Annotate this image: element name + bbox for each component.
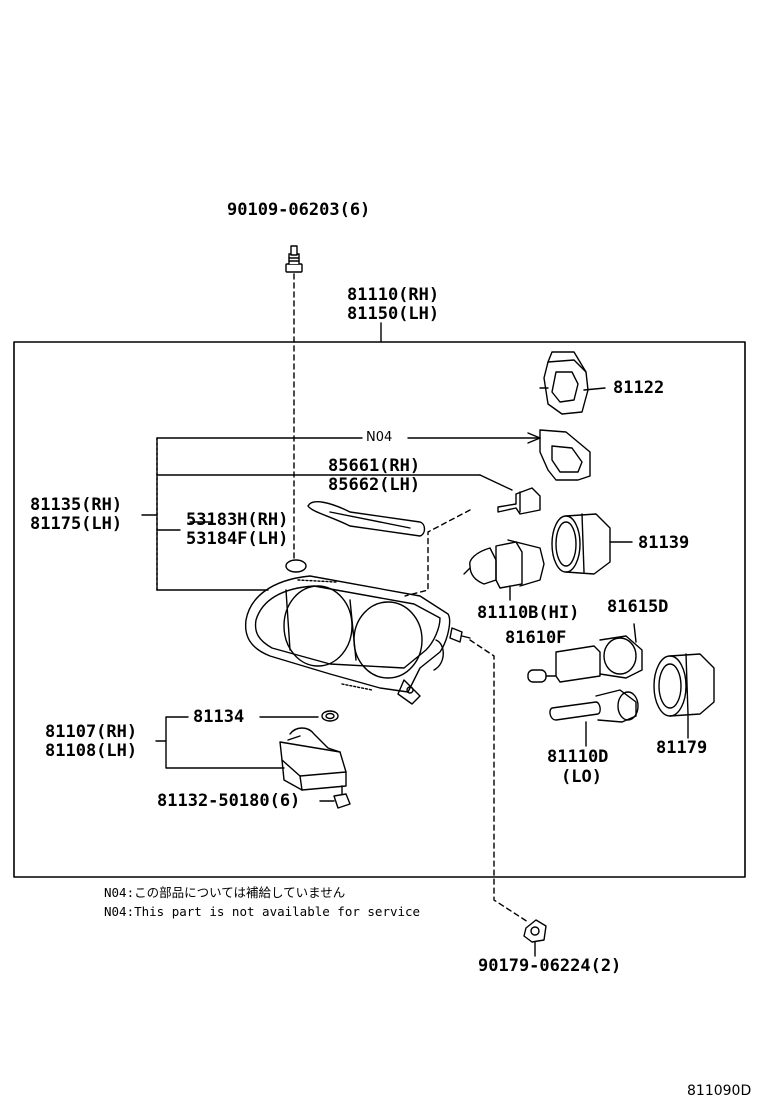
- bulb-lo-icon: [549, 689, 639, 747]
- note-jp: N04:この部品については補給していません: [104, 885, 346, 900]
- label-sub-rh: 81135(RH): [30, 495, 123, 515]
- label-bulb-lo-tag: (LO): [561, 767, 602, 787]
- label-ballast-rh: 81107(RH): [45, 722, 138, 742]
- screw-icon: [333, 785, 351, 809]
- label-bulb-lo: 81110D: [547, 747, 609, 767]
- label-lamp-615: 81615D: [607, 597, 669, 617]
- note-en: N04:This part is not available for servi…: [104, 904, 421, 919]
- lamp-81615-icon: [555, 623, 643, 683]
- label-n04: N04: [363, 430, 396, 446]
- leader-n04-arrow: [527, 432, 541, 439]
- assembly-frame: [13, 341, 746, 878]
- bracket-81122-icon: [543, 351, 606, 415]
- small-bulb-icon: [527, 669, 557, 683]
- label-gasket-rh: 53183H(RH): [186, 510, 289, 530]
- label-ballast-lh: 81108(LH): [45, 741, 138, 761]
- bolt-top-icon: [285, 245, 303, 273]
- label-socket-rh: 85661(RH): [328, 456, 421, 476]
- bracket-n04-icon: [539, 429, 591, 481]
- label-bolt-top: 90109-06203(6): [227, 200, 371, 220]
- nut-icon: [523, 919, 547, 943]
- gasket-strip-icon: [189, 501, 426, 537]
- label-cap-hi: 81139: [638, 533, 690, 553]
- ballast-icon: [259, 710, 347, 791]
- label-sub-lh: 81175(LH): [30, 514, 123, 534]
- lamp-screw-icon: [449, 627, 471, 643]
- headlamp-icon: [244, 559, 451, 705]
- label-unit-rh: 81110(RH): [347, 285, 440, 305]
- label-nut: 90179-06224(2): [478, 956, 622, 976]
- figure-id: 811090D: [687, 1083, 752, 1099]
- label-cap-lo: 81179: [656, 738, 708, 758]
- label-bulb-hi: 81110B(HI): [477, 603, 580, 623]
- dashed-socket-line: [404, 509, 471, 597]
- label-screw: 81132-50180(6): [157, 791, 301, 811]
- dashed-nut-line: [469, 639, 529, 923]
- bulb-hi-icon: [463, 539, 545, 601]
- label-socket-lh: 85662(LH): [328, 475, 421, 495]
- label-bracket: 81122: [613, 378, 665, 398]
- leader-ballast: [165, 716, 285, 769]
- label-gasket-lh: 53184F(LH): [186, 529, 289, 549]
- label-ballast-part: 81134: [193, 707, 245, 727]
- cap-81139-icon: [551, 513, 633, 575]
- socket-icon: [497, 487, 541, 515]
- cap-81179-icon: [653, 653, 715, 739]
- label-lamp-610: 81610F: [505, 628, 567, 648]
- label-unit-lh: 81150(LH): [347, 304, 440, 324]
